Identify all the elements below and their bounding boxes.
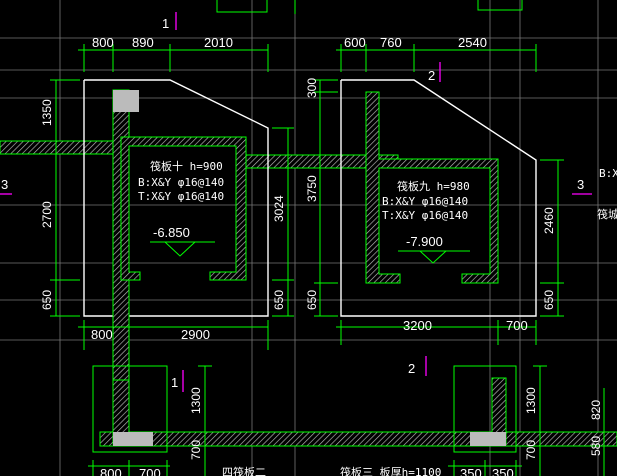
right-side-dim-2: 3750 <box>305 175 319 202</box>
bl-dim-v2: 700 <box>189 440 203 460</box>
bottom-left-detail: 1300 700 800 700 四筏板二 <box>88 365 266 476</box>
axis-1-bottom: 1 <box>171 375 178 390</box>
bl-dim-v1: 1300 <box>189 387 203 414</box>
left-dimensions <box>50 44 294 350</box>
br-dim-v2: 700 <box>524 440 538 460</box>
right-pit-wall <box>365 91 499 284</box>
br-dim-v1: 1300 <box>524 387 538 414</box>
bl-dim-h2: 700 <box>139 466 161 476</box>
right-right-dim-1: 2460 <box>542 207 556 234</box>
left-column-gray <box>113 90 139 112</box>
axis-1-top: 1 <box>162 16 169 31</box>
left-pit-wall <box>120 136 247 281</box>
left-top-dim-2: 890 <box>132 35 154 50</box>
axis-2-top: 2 <box>428 68 435 83</box>
left-side-dim-3: 650 <box>40 290 54 310</box>
left-side-dim-2: 2700 <box>40 201 54 228</box>
right-bottom-dim-1: 3200 <box>403 318 432 333</box>
left-elevation: -6.850 <box>153 225 190 240</box>
right-note-line1: 筏板九 h=980 <box>397 179 470 193</box>
br-dim-h2: 350 <box>492 466 514 476</box>
right-raft-outline <box>340 79 537 317</box>
edge-note-2: 筏城板 <box>597 207 617 221</box>
axis-markers <box>0 12 592 392</box>
right-note-line2: B:X&Y φ16@140 <box>382 195 468 208</box>
br-dim-h1: 350 <box>460 466 482 476</box>
bottom-right-pit-outline <box>453 365 517 453</box>
left-right-dim-2: 650 <box>272 290 286 310</box>
right-bottom-dim-2: 700 <box>506 318 528 333</box>
edge-note-1: B:X <box>599 167 617 180</box>
right-note-line3: T:X&Y φ16@140 <box>382 209 468 222</box>
right-side-dim-3: 650 <box>305 290 319 310</box>
left-side-dim-1: 1350 <box>40 99 54 126</box>
right-top-dim-3: 2540 <box>458 35 487 50</box>
left-raft-outline <box>83 79 269 317</box>
right-raft-plan: -7.900 筏板九 h=980 B:X&Y φ16@140 T:X&Y φ16… <box>340 79 537 317</box>
bl-caption: 四筏板二 <box>222 465 266 476</box>
right-right-dim-2: 650 <box>542 290 556 310</box>
right-side-dim-1: 300 <box>305 78 319 98</box>
bottom-left-pit-outline <box>92 365 168 453</box>
br-dim-far2: 580 <box>589 436 603 456</box>
top-partial-boxes <box>216 0 523 14</box>
left-top-dim-1: 800 <box>92 35 114 50</box>
left-top-dim-3: 2010 <box>204 35 233 50</box>
left-raft-plan: -6.850 筏板十 h=900 B:X&Y φ16@140 T:X&Y φ16… <box>83 79 269 427</box>
left-note-line1: 筏板十 h=900 <box>150 159 223 173</box>
axis-3-left: 3 <box>1 177 8 192</box>
right-top-dim-2: 760 <box>380 35 402 50</box>
left-note-line2: B:X&Y φ16@140 <box>138 176 224 189</box>
br-dim-far1: 820 <box>589 400 603 420</box>
bottom-right-detail: 1300 700 820 580 350 350 筏板三 板厚h=1100 <box>340 365 612 476</box>
left-right-dim-1: 3024 <box>272 195 286 222</box>
right-elevation: -7.900 <box>406 234 443 249</box>
right-dimensions <box>314 44 564 345</box>
axis-3-right: 3 <box>577 177 584 192</box>
left-bottom-dim-1: 800 <box>91 327 113 342</box>
left-bottom-dim-2: 2900 <box>181 327 210 342</box>
bl-dim-h1: 800 <box>100 466 122 476</box>
br-caption: 筏板三 板厚h=1100 <box>340 465 441 476</box>
left-note-line3: T:X&Y φ16@140 <box>138 190 224 203</box>
axis-2-bottom: 2 <box>408 361 415 376</box>
right-top-dim-1: 600 <box>344 35 366 50</box>
